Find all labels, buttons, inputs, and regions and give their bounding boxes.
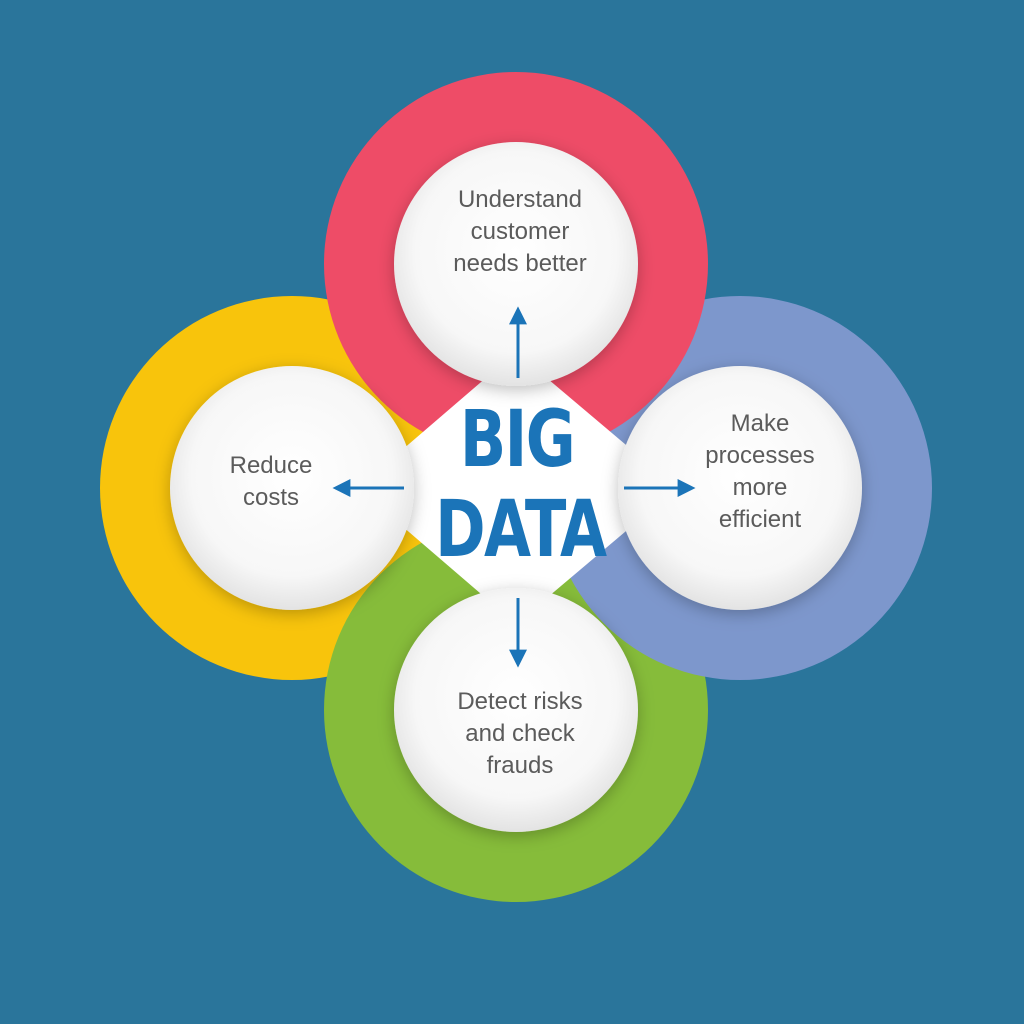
center-title-line2: DATA	[435, 485, 607, 575]
center-title: BIG DATA	[435, 395, 607, 575]
node-label-bottom: Detect risks and check frauds	[457, 688, 583, 779]
node-label-left: Reduce costs	[229, 452, 313, 511]
node-circle-left	[170, 366, 414, 610]
node-circle-top	[394, 142, 638, 386]
center-title-line1: BIG	[459, 395, 576, 485]
node-circle-bottom	[394, 588, 638, 832]
center-shape	[402, 352, 632, 624]
node-label-top: Understand customer needs better	[453, 186, 587, 277]
node-label-right: Make processes more efficient	[705, 410, 815, 533]
node-circle-right	[618, 366, 862, 610]
